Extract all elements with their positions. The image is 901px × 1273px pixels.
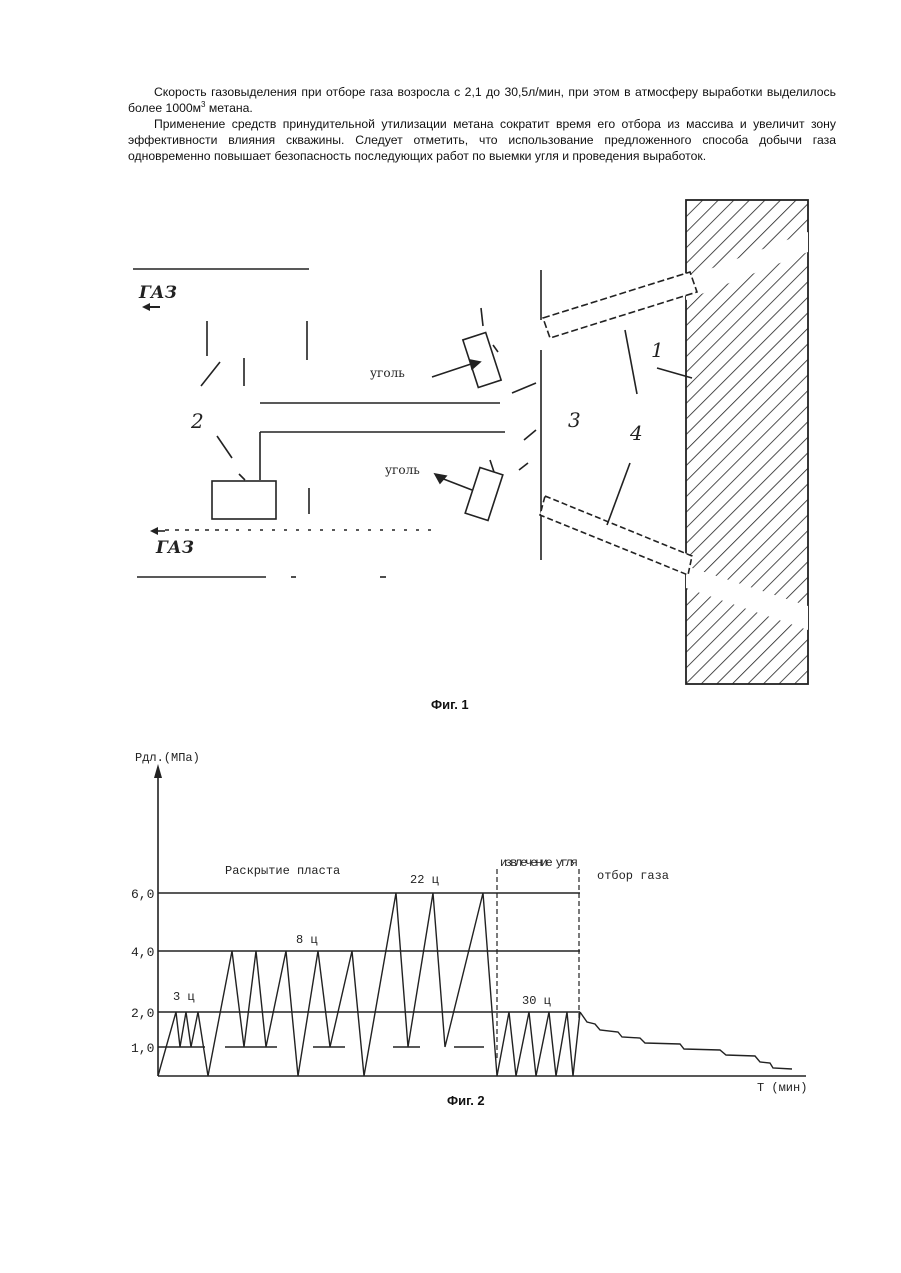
callout-2: 2: [190, 409, 204, 433]
gas-label-top: ГАЗ: [138, 283, 177, 303]
y-tick-6: 6,0: [131, 887, 154, 902]
figure-1-caption: Фиг. 1: [431, 697, 469, 712]
figure-2-caption: Фиг. 2: [447, 1093, 485, 1108]
callout-1: 1: [651, 338, 664, 362]
coal-label-bottom: уголь: [385, 463, 420, 477]
phase-label-opening: Раскрытие пласта: [225, 864, 340, 878]
callout-4: 4: [629, 421, 643, 445]
phase-label-extraction: извлечение угля: [500, 856, 578, 870]
cycles-30: 30 ц: [522, 994, 551, 1008]
y-tick-1: 1,0: [131, 1041, 154, 1056]
figure-1-diagram: [133, 200, 808, 684]
gas-label-bottom: ГАЗ: [155, 538, 194, 558]
x-axis-label: Т (мин): [757, 1081, 807, 1095]
phase-label-gas-recovery: отбор газа: [597, 869, 669, 883]
y-axis-label: Рдл.(МПа): [135, 751, 200, 765]
coal-label-top: уголь: [370, 366, 405, 380]
y-tick-2: 2,0: [131, 1006, 154, 1021]
callout-3: 3: [568, 408, 581, 432]
y-tick-4: 4,0: [131, 945, 154, 960]
cycles-8: 8 ц: [296, 933, 318, 947]
figure-2-pressure-graph: [154, 764, 806, 1076]
cycles-22: 22 ц: [410, 873, 439, 887]
cycles-3: 3 ц: [173, 990, 195, 1004]
